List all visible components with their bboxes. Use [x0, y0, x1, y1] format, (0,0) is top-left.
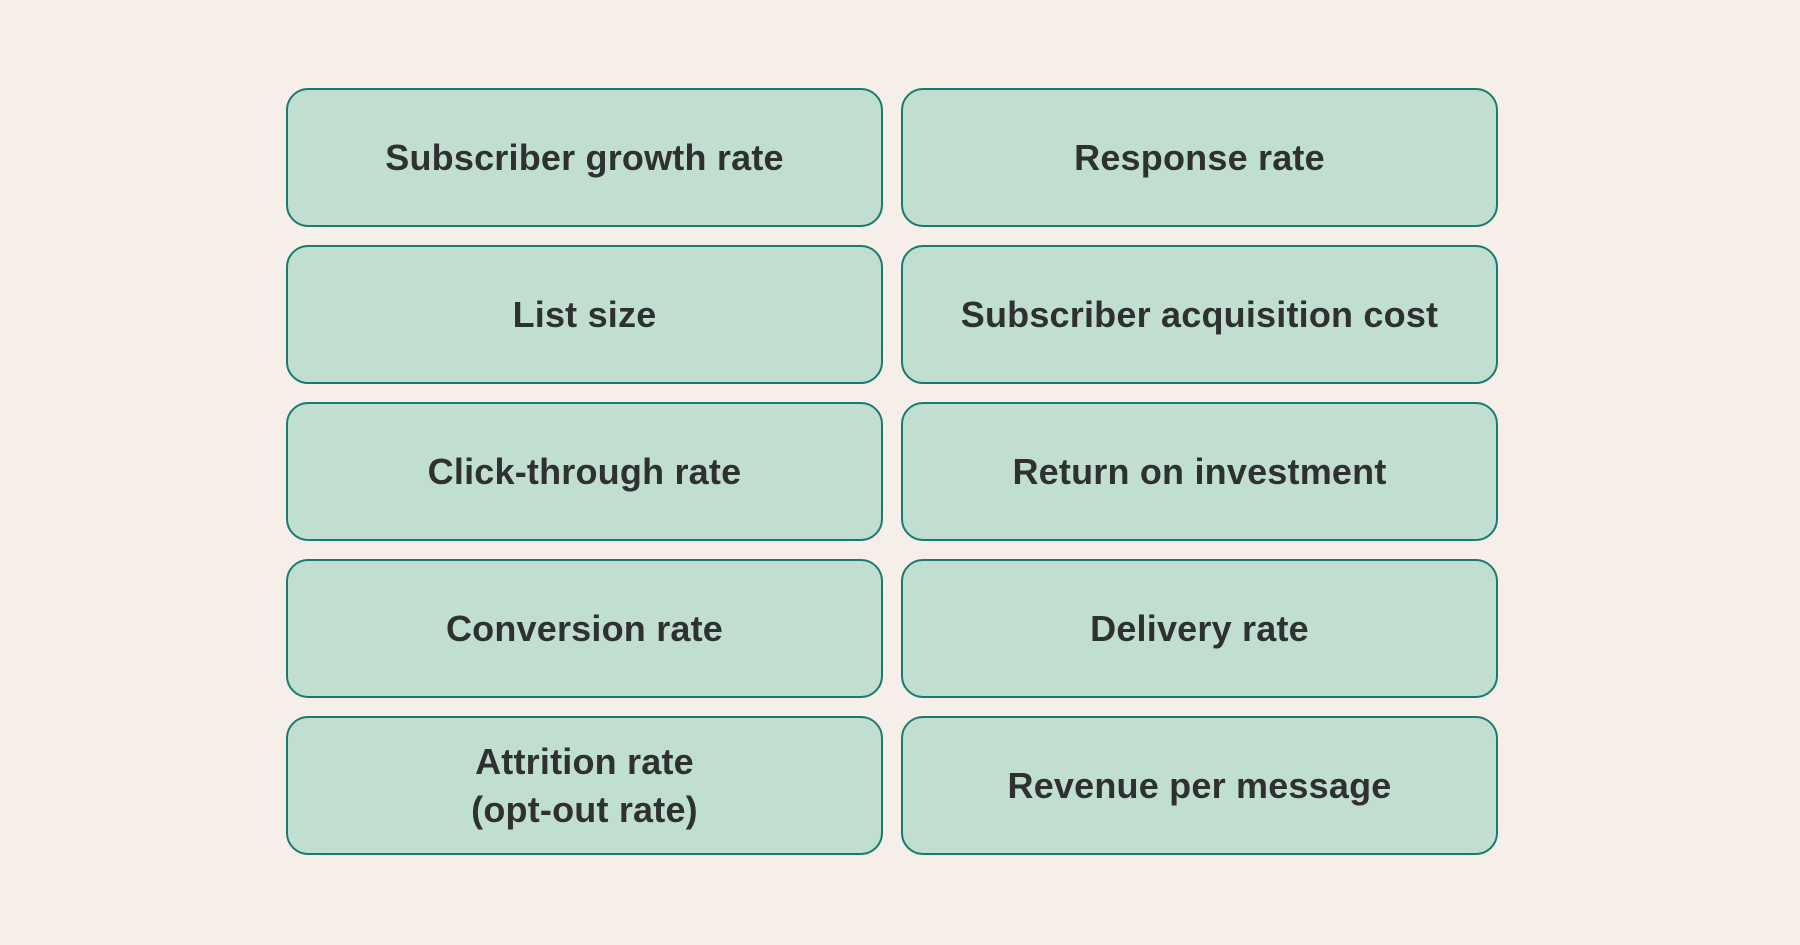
metric-label: List size — [512, 293, 657, 335]
metric-label: Subscriber growth rate — [385, 136, 784, 178]
metric-label: Click-through rate — [427, 450, 742, 492]
metric-label: Revenue per message — [1007, 764, 1392, 806]
metrics-grid: Subscriber growth rate Response rate Lis… — [286, 88, 1499, 855]
metric-label: Attrition rate (opt-out rate) — [471, 740, 698, 830]
metric-tile-subscriber-acquisition-cost: Subscriber acquisition cost — [901, 245, 1498, 384]
metric-tile-delivery-rate: Delivery rate — [901, 559, 1498, 698]
metric-tile-conversion-rate: Conversion rate — [286, 559, 883, 698]
metric-label: Subscriber acquisition cost — [960, 293, 1439, 335]
metric-tile-revenue-per-message: Revenue per message — [901, 716, 1498, 855]
metric-tile-click-through-rate: Click-through rate — [286, 402, 883, 541]
metric-tile-list-size: List size — [286, 245, 883, 384]
metric-tile-attrition-rate: Attrition rate (opt-out rate) — [286, 716, 883, 855]
metric-label: Return on investment — [1012, 450, 1387, 492]
metric-label: Delivery rate — [1090, 607, 1309, 649]
metric-tile-return-on-investment: Return on investment — [901, 402, 1498, 541]
metric-tile-response-rate: Response rate — [901, 88, 1498, 227]
metric-tile-subscriber-growth-rate: Subscriber growth rate — [286, 88, 883, 227]
metric-label: Response rate — [1074, 136, 1325, 178]
metric-label: Conversion rate — [445, 607, 724, 649]
